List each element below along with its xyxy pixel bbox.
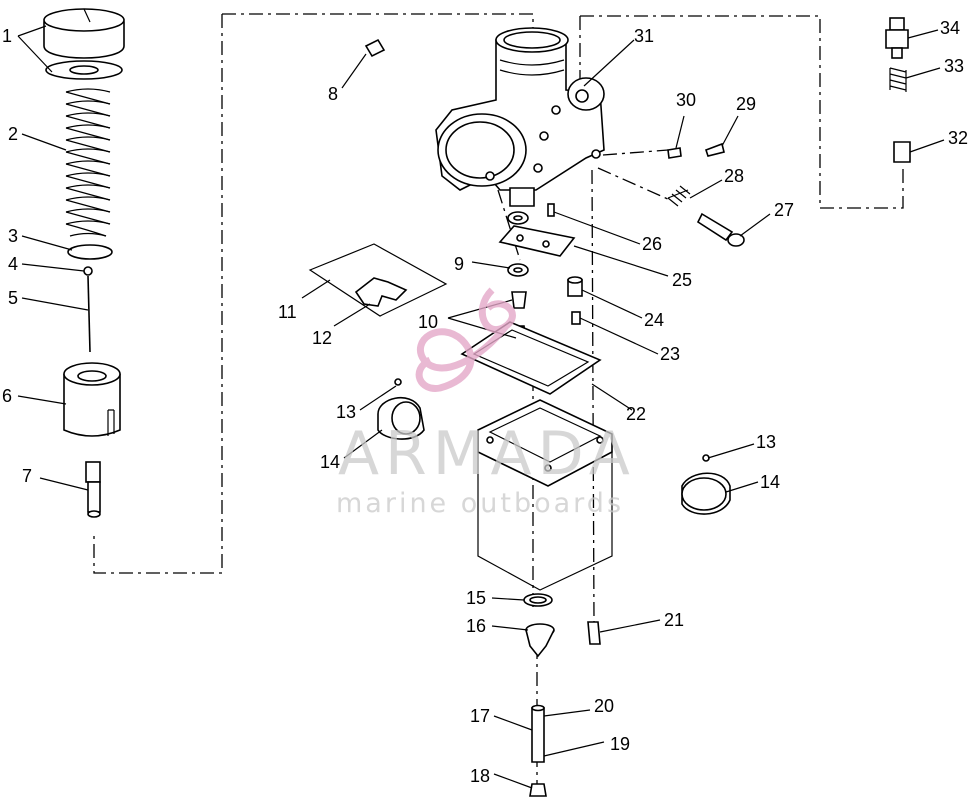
part-24-spacer <box>567 276 583 297</box>
part-16-main-jet-holder <box>525 623 555 658</box>
callout-18: 18 <box>470 766 490 786</box>
callout-3: 3 <box>8 226 18 246</box>
callout-23: 23 <box>660 344 680 364</box>
assembly-lines <box>93 13 904 790</box>
callout-33: 33 <box>944 56 964 76</box>
watermark: ARMADA marine outboards <box>336 287 636 519</box>
part-3-retainer-plate <box>67 244 113 260</box>
callout-14-left: 14 <box>320 452 340 472</box>
callout-32: 32 <box>948 128 968 148</box>
callout-12: 12 <box>312 328 332 348</box>
callout-26: 26 <box>642 234 662 254</box>
callout-29: 29 <box>736 94 756 114</box>
part-29-pilot-screw <box>704 142 725 157</box>
callout-11: 11 <box>278 302 297 322</box>
callout-5: 5 <box>8 288 18 308</box>
callout-16: 16 <box>466 616 486 636</box>
callout-2: 2 <box>8 124 18 144</box>
callout-24: 24 <box>644 310 664 330</box>
carburetor-body <box>435 27 605 207</box>
callout-13-right: 13 <box>756 432 776 452</box>
part-4-clip <box>83 266 93 276</box>
callout-8: 8 <box>328 84 338 104</box>
callout-25: 25 <box>672 270 692 290</box>
part-30-washer <box>667 147 682 159</box>
callout-9: 9 <box>454 254 464 274</box>
part-15-o-ring <box>523 593 553 607</box>
float-bowl <box>477 399 613 591</box>
part-28-spring <box>667 185 691 207</box>
part-26-screw <box>547 203 555 217</box>
part-9-washers <box>507 211 529 277</box>
part-33-spring <box>889 67 907 92</box>
part-32-nut <box>893 141 911 163</box>
callout-22: 22 <box>626 404 646 424</box>
part-1-cap-assembly <box>43 8 125 80</box>
callout-7: 7 <box>22 466 32 486</box>
part-8-plug <box>364 38 386 58</box>
callout-1: 1 <box>2 26 12 46</box>
part-27-idle-screw <box>696 212 745 247</box>
part-11-float-assembly <box>308 243 448 317</box>
watermark-tagline: marine outboards <box>336 488 624 519</box>
part-25-bracket <box>498 225 576 257</box>
watermark-logo-mark <box>415 287 516 392</box>
part-5-jet-needle <box>87 275 91 353</box>
watermark-brand: ARMADA <box>338 419 636 489</box>
part-13-screw-left <box>394 378 402 386</box>
callout-17: 17 <box>470 706 490 726</box>
part-6-throttle-valve <box>63 362 121 437</box>
callout-15: 15 <box>466 588 486 608</box>
callout-13-left: 13 <box>336 402 356 422</box>
leader-lines <box>17 25 945 789</box>
callout-27: 27 <box>774 200 794 220</box>
part-23-pin <box>571 311 581 325</box>
callout-10: 10 <box>418 312 438 332</box>
part-18-nut <box>529 783 547 797</box>
part-2-spring <box>65 88 111 237</box>
part-21-screw <box>587 621 601 645</box>
callout-labels: 1 2 3 4 5 6 7 8 9 10 11 12 13 14 13 14 1… <box>2 18 968 786</box>
part-7-starter-plunger <box>85 461 101 518</box>
callout-4: 4 <box>8 254 18 274</box>
callout-6: 6 <box>2 386 12 406</box>
part-22-gasket <box>460 321 602 395</box>
callout-19: 19 <box>610 734 630 754</box>
callout-34: 34 <box>940 18 960 38</box>
callout-31: 31 <box>634 26 654 46</box>
callout-28: 28 <box>724 166 744 186</box>
part-14-cap-right <box>681 472 731 515</box>
callout-14-right: 14 <box>760 472 780 492</box>
part-17-drain-tube <box>531 704 545 763</box>
part-34-fitting <box>885 17 909 59</box>
part-14-cap-left <box>377 397 425 440</box>
callout-30: 30 <box>676 90 696 110</box>
part-12-float-arm <box>354 277 408 307</box>
callout-20: 20 <box>594 696 614 716</box>
callout-21: 21 <box>664 610 684 630</box>
